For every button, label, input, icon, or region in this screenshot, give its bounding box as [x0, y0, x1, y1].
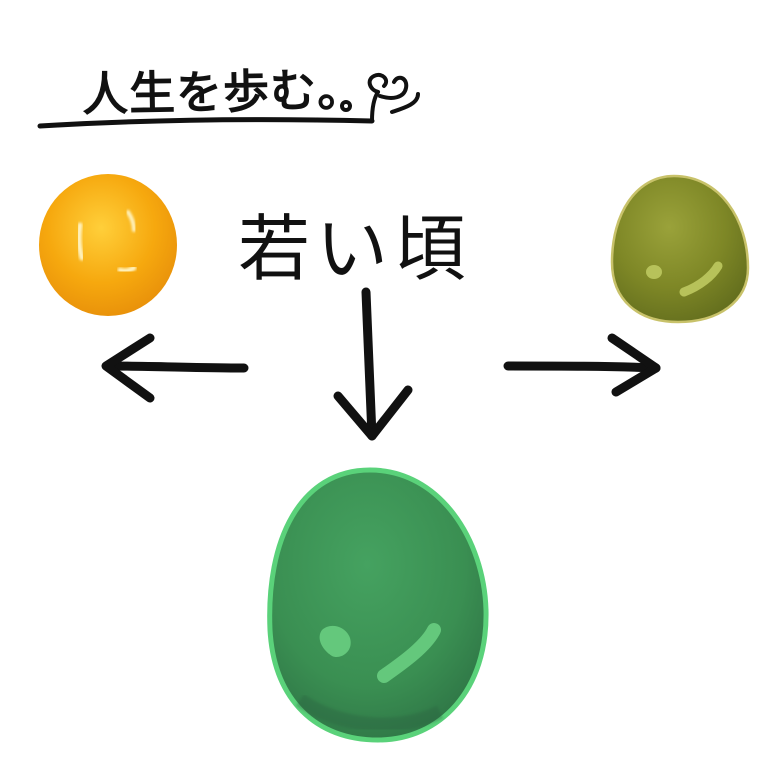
arrow-down-icon	[333, 287, 413, 441]
stage-label: 若い頃	[238, 207, 473, 291]
page-title: 人生を歩む。	[81, 62, 365, 122]
swirl-icon	[340, 73, 420, 123]
olive-egg	[610, 174, 750, 324]
arrow-right-icon	[503, 333, 661, 397]
green-egg	[267, 467, 489, 743]
arrow-left-icon	[101, 333, 249, 403]
title-underline	[37, 117, 375, 129]
yellow-ball	[39, 174, 177, 316]
